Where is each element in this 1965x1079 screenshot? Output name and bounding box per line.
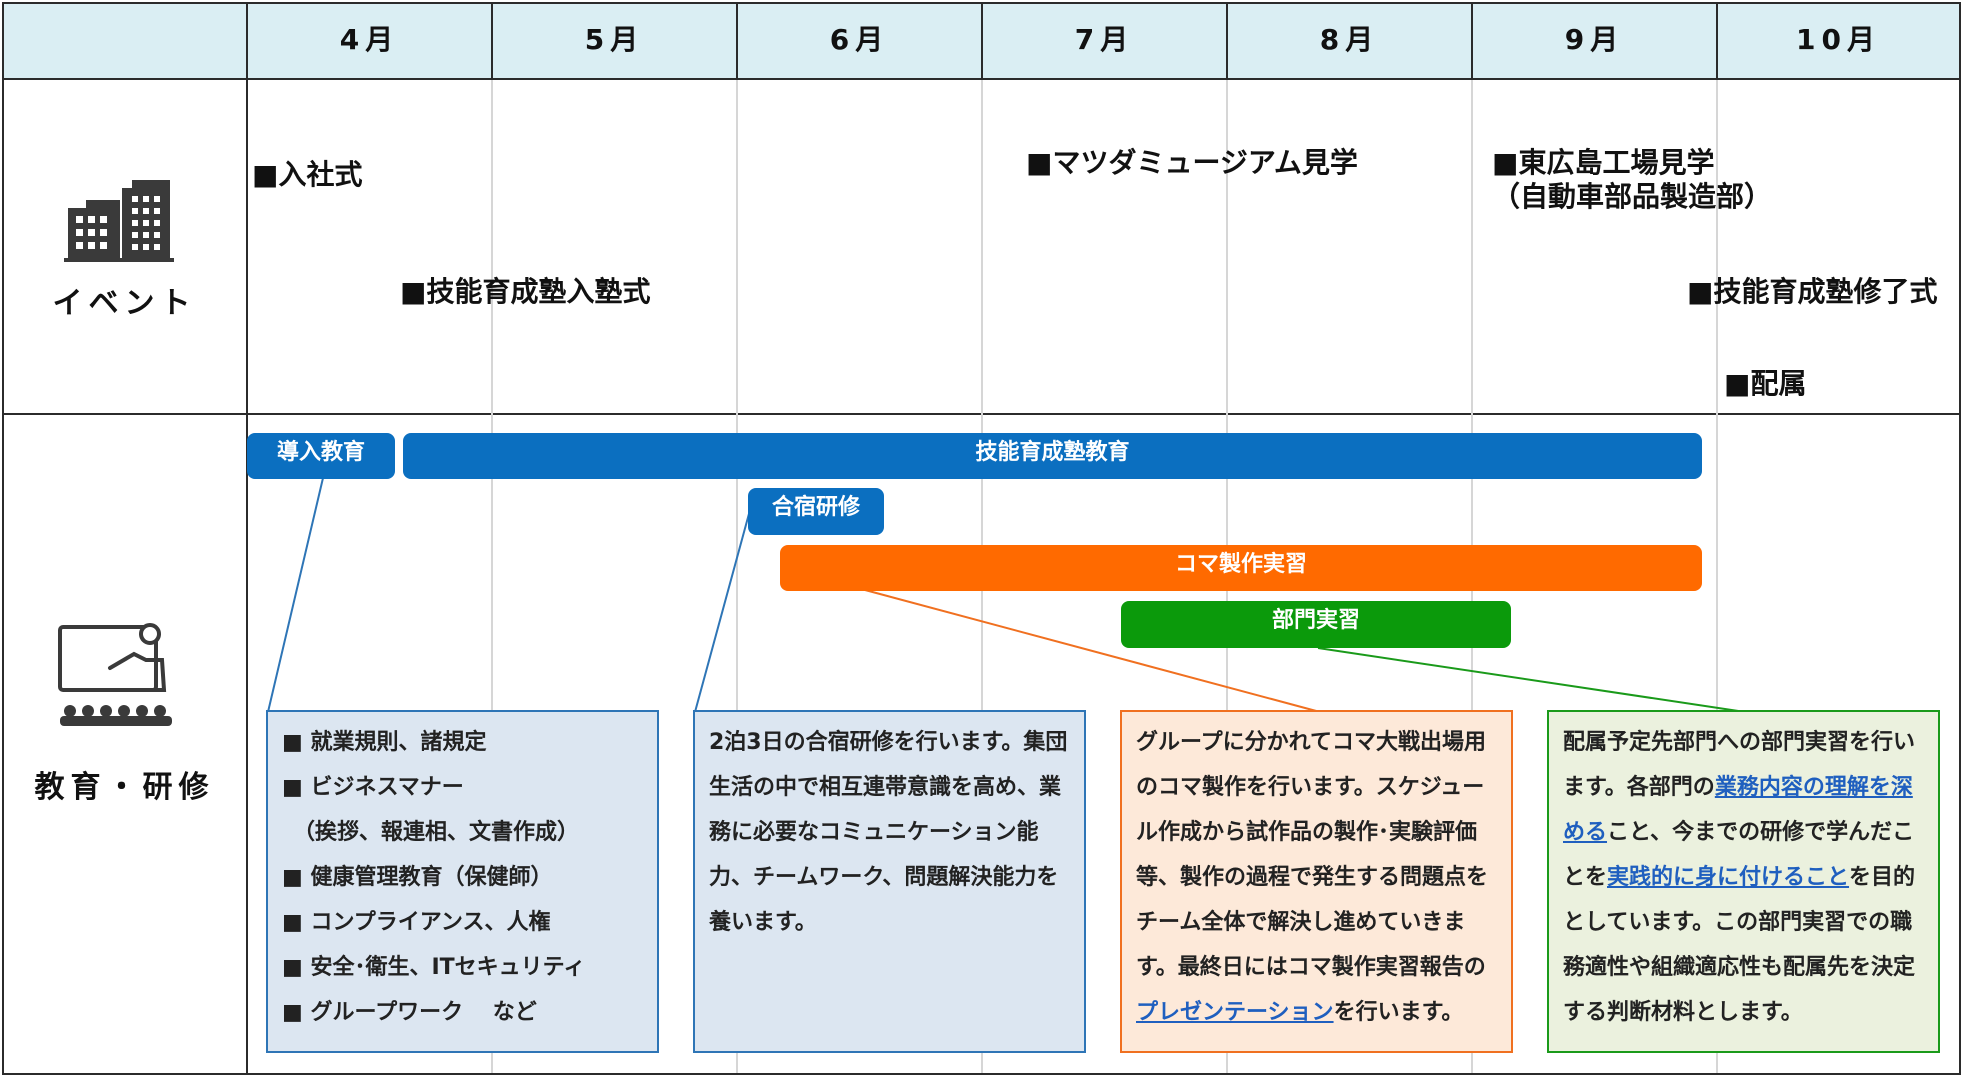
grid-right [1959,2,1961,1075]
list-item: ■ 就業規則、諸規定 [282,730,487,755]
grid-header-bottom [2,78,1961,80]
month-gridline [736,80,738,1073]
month-jul: 7月 [1074,23,1135,56]
list-item: ■ コンプライアンス、人権 [282,910,551,935]
month-may: 5月 [584,23,645,56]
bar-dept-practice: 部門実習 [1121,601,1511,648]
row-label-events: イベント [52,286,197,321]
month-oct: 10月 [1796,23,1881,56]
koma-description: グループに分かれてコマ大戦出場用のコマ製作を行います。スケジュール作成から試作品… [1136,730,1489,980]
dept-description-3: を目的としています。この部門実習での職務適性や組織適応性も配属先を決定する判断材… [1563,865,1916,1025]
header-divider [1471,2,1473,78]
month-gridline [1716,80,1718,1073]
presentation-icon [58,623,172,726]
event-entrance-ceremony: ■入社式 [252,158,363,191]
bar-koma-practice: コマ製作実習 [780,545,1702,591]
grid-bottom [2,1073,1961,1075]
list-item: ■ ビジネスマナー [282,775,464,800]
box-camp-training: 2泊3日の合宿研修を行います。集団生活の中で相互連帯意識を高め、業務に必要なコミ… [693,710,1086,1053]
header-divider [736,2,738,78]
header-divider [981,2,983,78]
row-label-training: 教育・研修 [34,770,215,805]
event-museum-visit: ■マツダミュージアム見学 [1026,146,1358,179]
connector-koma [864,589,1321,713]
dept-highlight-understanding: 業務内容の理解を深める [1563,775,1913,845]
building-icon [64,180,174,262]
event-juku-completion: ■技能育成塾修了式 [1687,275,1938,308]
box-koma-practice: グループに分かれてコマ大戦出場用のコマ製作を行います。スケジュール作成から試作品… [1120,710,1513,1053]
month-sep: 9月 [1564,23,1625,56]
header-divider [1716,2,1718,78]
connector-camp [694,509,751,713]
koma-description-end: を行います。 [1333,1000,1464,1025]
header-divider [491,2,493,78]
list-item: ■ グループワーク など [282,1000,537,1025]
event-assignment: ■配属 [1724,367,1807,400]
bar-camp-training: 合宿研修 [748,488,884,535]
dept-description-1: 配属予定先部門への部門実習を行います。各部門の [1563,730,1916,800]
list-item: （挨拶、報連相、文書作成） [282,820,580,845]
event-factory-visit-sub: （自動車部品製造部） [1492,180,1773,213]
connector-intro [267,477,324,713]
bar-juku-education: 技能育成塾教育 [403,433,1702,479]
list-item: ■ 健康管理教育（保健師） [282,865,553,890]
header-divider [1226,2,1228,78]
bar-intro-education: 導入教育 [247,433,395,479]
grid-label-divider [246,2,248,1075]
month-gridline [491,80,493,1073]
month-aug: 8月 [1319,23,1380,56]
month-apr: 4月 [339,23,400,56]
connector-dept [1317,647,1746,713]
event-factory-visit: ■東広島工場見学 [1492,146,1715,179]
box-intro-education: ■ 就業規則、諸規定 ■ ビジネスマナー （挨拶、報連相、文書作成） ■ 健康管… [266,710,659,1053]
month-jun: 6月 [829,23,890,56]
box-dept-practice: 配属予定先部門への部門実習を行います。各部門の業務内容の理解を深めること、今まで… [1547,710,1940,1053]
list-item: ■ 安全･衛生、ITセキュリティ [282,955,586,980]
koma-highlight-presentation: プレゼンテーション [1136,1000,1334,1025]
grid-left [2,2,4,1075]
event-juku-entrance: ■技能育成塾入塾式 [400,275,651,308]
dept-highlight-practical: 実践的に身に付けること [1607,865,1850,890]
camp-description: 2泊3日の合宿研修を行います。集団生活の中で相互連帯意識を高め、業務に必要なコミ… [709,730,1068,935]
dept-description-2: こと、今までの研修で学んだことを [1563,820,1915,890]
